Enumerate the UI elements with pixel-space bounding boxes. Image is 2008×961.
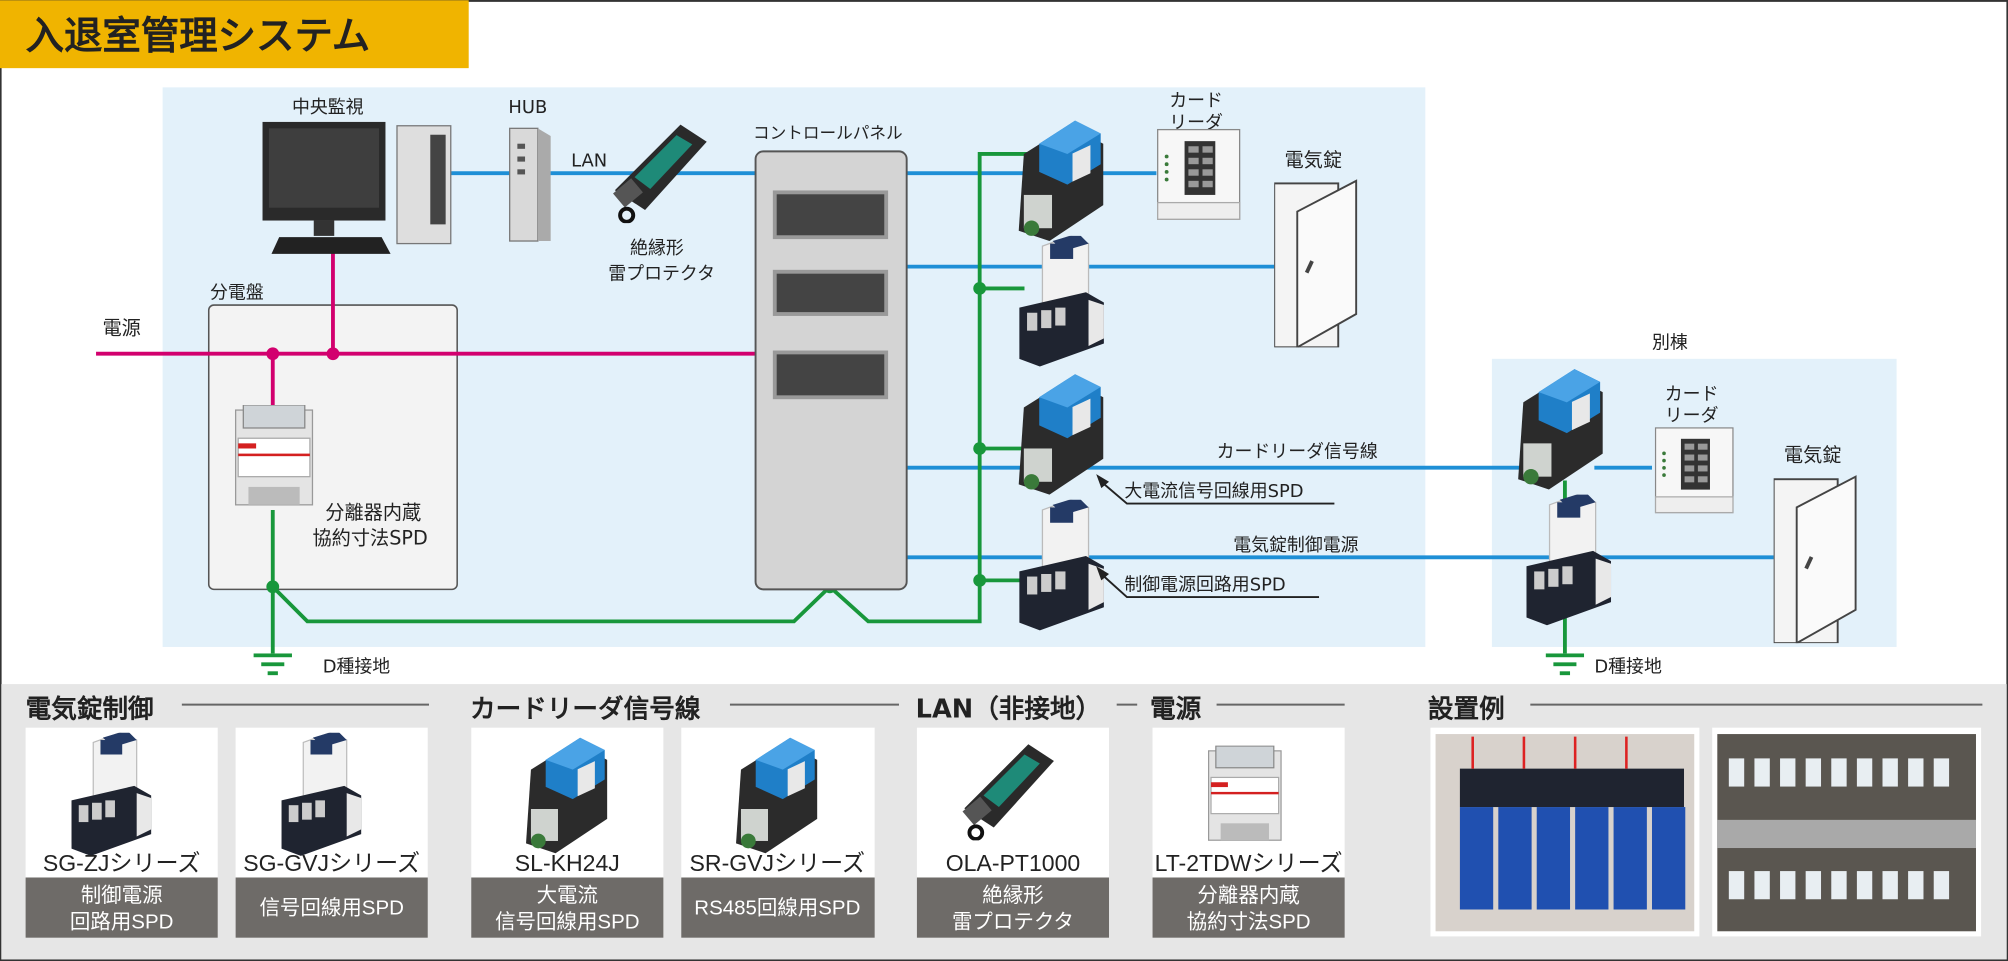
annex-card-reader-label-1: カード [1665, 384, 1719, 405]
annex-electric-lock-label: 電気錠 [1784, 443, 1842, 466]
installation-photo-1 [1430, 727, 1700, 937]
product-image-lt-2tdw [1207, 745, 1282, 841]
product-card[interactable]: SG-GVJシリーズ 信号回線用SPD [235, 727, 428, 938]
section-title-card-reader: カードリーダ信号線 [470, 693, 701, 724]
distribution-board-label: 分電盤 [210, 283, 264, 304]
product-card[interactable]: SR-GVJシリーズ RS485回線用SPD [681, 727, 875, 938]
ground-label: D種接地 [323, 657, 391, 678]
product-model: SL-KH24J [515, 850, 620, 876]
product-caption: 絶縁形 [982, 884, 1043, 907]
hub-label: HUB [508, 97, 547, 118]
product-caption: 大電流 [537, 884, 598, 907]
section-title-installation: 設置例 [1428, 693, 1505, 724]
control-panel [754, 150, 908, 591]
product-card[interactable]: SG-ZJシリーズ 制御電源 回路用SPD [25, 727, 218, 938]
section-title-power: 電源 [1150, 694, 1202, 724]
annex-ground-label: D種接地 [1594, 657, 1662, 678]
card-reader-label-1: カード [1169, 91, 1223, 112]
product-card[interactable]: LT-2TDWシリーズ 分離器内蔵 協約寸法SPD [1152, 727, 1345, 938]
breaker-spd-label-2: 協約寸法SPD [312, 527, 427, 550]
lan-protector-label-1: 絶縁形 [630, 238, 684, 259]
power-junction [266, 347, 280, 361]
breaker-spd-label-1: 分離器内蔵 [325, 501, 421, 524]
power-lines [96, 243, 759, 408]
breaker-spd-icon [234, 404, 314, 506]
pc-icon [262, 121, 452, 254]
high-current-spd-label: 大電流信号回線用SPD [1124, 481, 1303, 502]
product-model: OLA-PT1000 [946, 850, 1081, 876]
product-card[interactable]: OLA-PT1000 絶縁形 雷プロテクタ [916, 727, 1110, 938]
lock-control-power-label: 電気錠制御電源 [1233, 535, 1358, 556]
hub-icon [509, 127, 551, 242]
annex-label: 別棟 [1652, 333, 1688, 354]
title-banner [0, 0, 469, 69]
electric-lock-label: 電気錠 [1284, 149, 1342, 172]
control-panel-label: コントロールパネル [753, 124, 903, 143]
product-caption: 雷プロテクタ [952, 911, 1074, 934]
product-model: LT-2TDWシリーズ [1155, 850, 1343, 876]
lan-protector-label-2: 雷プロテクタ [608, 263, 715, 284]
product-caption: 協約寸法SPD [1187, 911, 1311, 934]
section-title-lan: LAN（非接地） [916, 694, 1102, 724]
section-title-lock-control: 電気錠制御 [26, 693, 154, 724]
page-title: 入退室管理システム [26, 14, 371, 59]
installation-photo-2 [1712, 727, 1982, 937]
product-model: SG-ZJシリーズ [43, 850, 201, 876]
product-caption: 回路用SPD [70, 911, 174, 934]
card-reader-label-2: リーダ [1169, 112, 1223, 133]
card-reader-icon [1654, 427, 1734, 514]
arrow-icon [1096, 474, 1110, 489]
arrow-icon [1096, 566, 1110, 581]
product-caption: 制御電源 [81, 884, 163, 907]
central-monitor-label: 中央監視 [292, 97, 364, 118]
power-junction [326, 347, 340, 361]
product-caption: 信号回線用SPD [495, 911, 639, 934]
arrow-icon [1100, 573, 1320, 598]
product-model: SG-GVJシリーズ [243, 850, 420, 876]
lan-label: LAN [571, 151, 607, 172]
power-label: 電源 [102, 317, 140, 340]
product-caption: 信号回線用SPD [259, 897, 403, 920]
product-caption: 分離器内蔵 [1197, 884, 1299, 907]
control-power-spd-label: 制御電源回路用SPD [1124, 575, 1285, 596]
product-caption: RS485回線用SPD [694, 897, 860, 920]
product-model: SR-GVJシリーズ [690, 850, 866, 876]
card-reader-signal-line-label: カードリーダ信号線 [1217, 441, 1378, 462]
annex-card-reader-label-2: リーダ [1665, 406, 1719, 427]
arrow-icon [1100, 481, 1335, 505]
product-card[interactable]: SL-KH24J 大電流 信号回線用SPD [471, 727, 664, 938]
card-reader-icon [1157, 128, 1241, 220]
section-headers: 電気錠制御 カードリーダ信号線 LAN（非接地） 電源 設置例 [26, 693, 1983, 724]
